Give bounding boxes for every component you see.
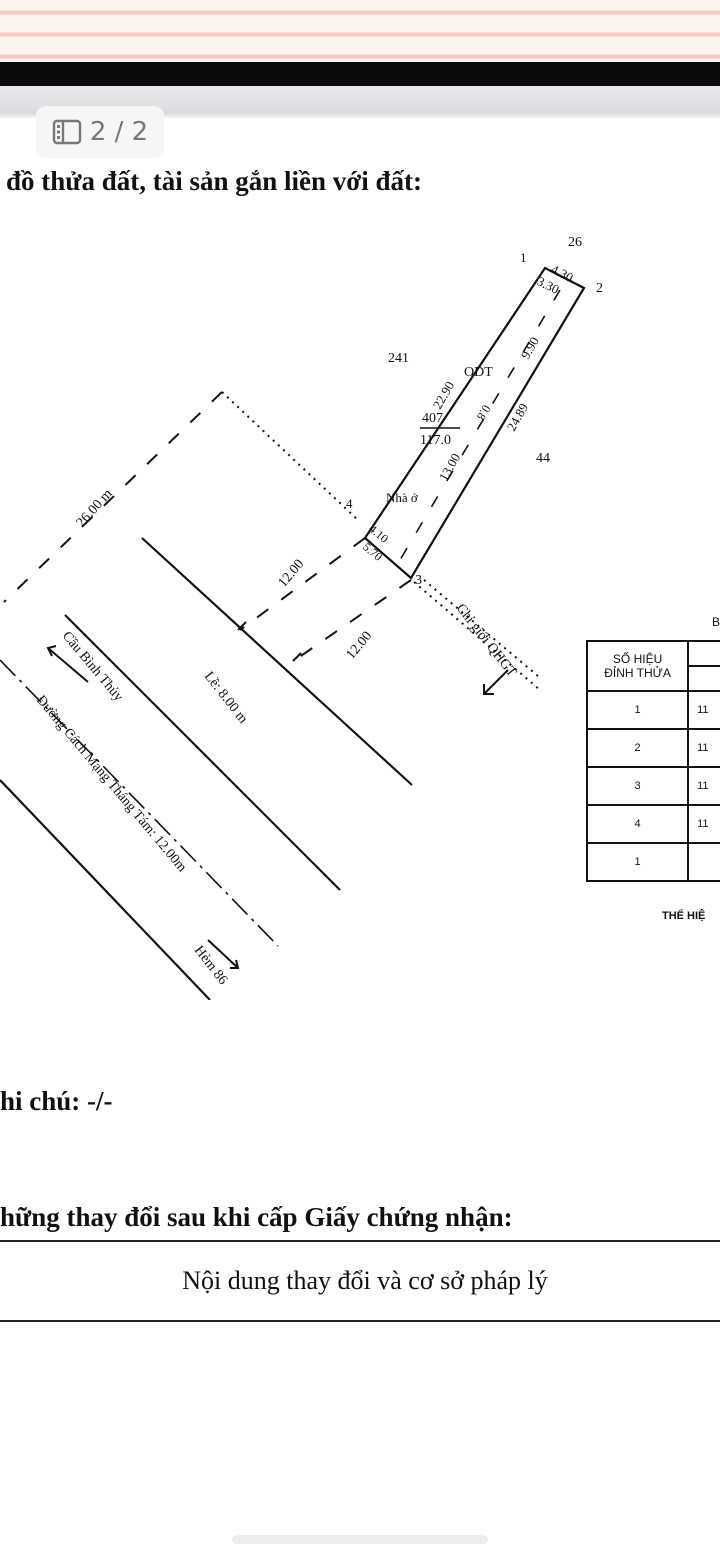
land-use: ODT bbox=[464, 365, 493, 380]
table-header-rule bbox=[0, 1320, 720, 1322]
building-label: Nhà ở bbox=[386, 490, 419, 505]
parcel-area: 117.0 bbox=[420, 433, 451, 448]
sidewalk-label: Lề: 8.00 m bbox=[201, 669, 250, 726]
page-count: 2 / 2 bbox=[89, 117, 149, 147]
towards-alley-label: Hẻm 86 bbox=[191, 943, 230, 987]
neighbor-right: 44 bbox=[536, 451, 550, 466]
home-indicator[interactable] bbox=[232, 1535, 488, 1544]
edge-inner-offset: 0.8 bbox=[474, 403, 494, 423]
neighbor-left: 241 bbox=[388, 351, 409, 366]
sidebar-panel-icon bbox=[52, 119, 82, 145]
photo-top-strip bbox=[0, 0, 720, 62]
setback-a: 12.00 bbox=[276, 557, 308, 591]
changes-title: hững thay đổi sau khi cấp Giấy chứng nhậ… bbox=[0, 1202, 513, 1232]
edge-inner-upper: 9.90 bbox=[518, 334, 542, 361]
setback-b: 12.00 bbox=[344, 629, 376, 663]
vertex-3: 3 bbox=[415, 573, 422, 588]
table-row: 1 11 bbox=[585, 690, 720, 730]
vertex-4: 4 bbox=[346, 496, 353, 511]
table-row: 3 11 bbox=[585, 766, 720, 806]
coordinate-table: SỐ HIỆU ĐỈNH THỬA 1 11 2 11 3 11 4 11 1 bbox=[585, 640, 720, 882]
parcel-outline bbox=[363, 266, 586, 580]
table-row: 1 bbox=[585, 842, 720, 882]
edge-right: 24.89 bbox=[504, 401, 532, 434]
neighbor-top: 26 bbox=[568, 235, 582, 250]
vertex-1: 1 bbox=[520, 250, 527, 265]
device-bezel-bar bbox=[0, 62, 720, 86]
parcel-number: 407 bbox=[422, 411, 443, 426]
page-indicator[interactable]: 2 / 2 bbox=[36, 106, 164, 158]
vertex-id-header: SỐ HIỆU ĐỈNH THỬA bbox=[585, 640, 690, 692]
planning-boundary-label: Chỉ giới QHGT bbox=[453, 601, 519, 680]
table-title-partial: B bbox=[712, 615, 720, 629]
table-row: 2 11 bbox=[585, 728, 720, 768]
planning-left-span: 26.00 m bbox=[74, 486, 116, 530]
edge-inner-lower: 13.00 bbox=[436, 451, 464, 484]
changes-column-header: Nội dung thay đổi và cơ sở pháp lý bbox=[182, 1266, 548, 1295]
section-title: đồ thửa đất, tài sản gắn liền với đất: bbox=[6, 166, 422, 196]
table-row: 4 11 bbox=[585, 804, 720, 844]
street-label: Đường Cách Mạng Tháng Tám: 12.00m bbox=[33, 693, 189, 875]
vertex-2: 2 bbox=[596, 281, 603, 296]
table-footer-partial: THỂ HIỆ bbox=[662, 910, 706, 922]
land-plot-diagram: 26 1 2 3 4 4.30 3.30 9.90 241 22.90 ODT … bbox=[0, 235, 603, 1000]
note-line: hi chú: -/- bbox=[0, 1086, 113, 1116]
table-top-rule bbox=[0, 1240, 720, 1242]
